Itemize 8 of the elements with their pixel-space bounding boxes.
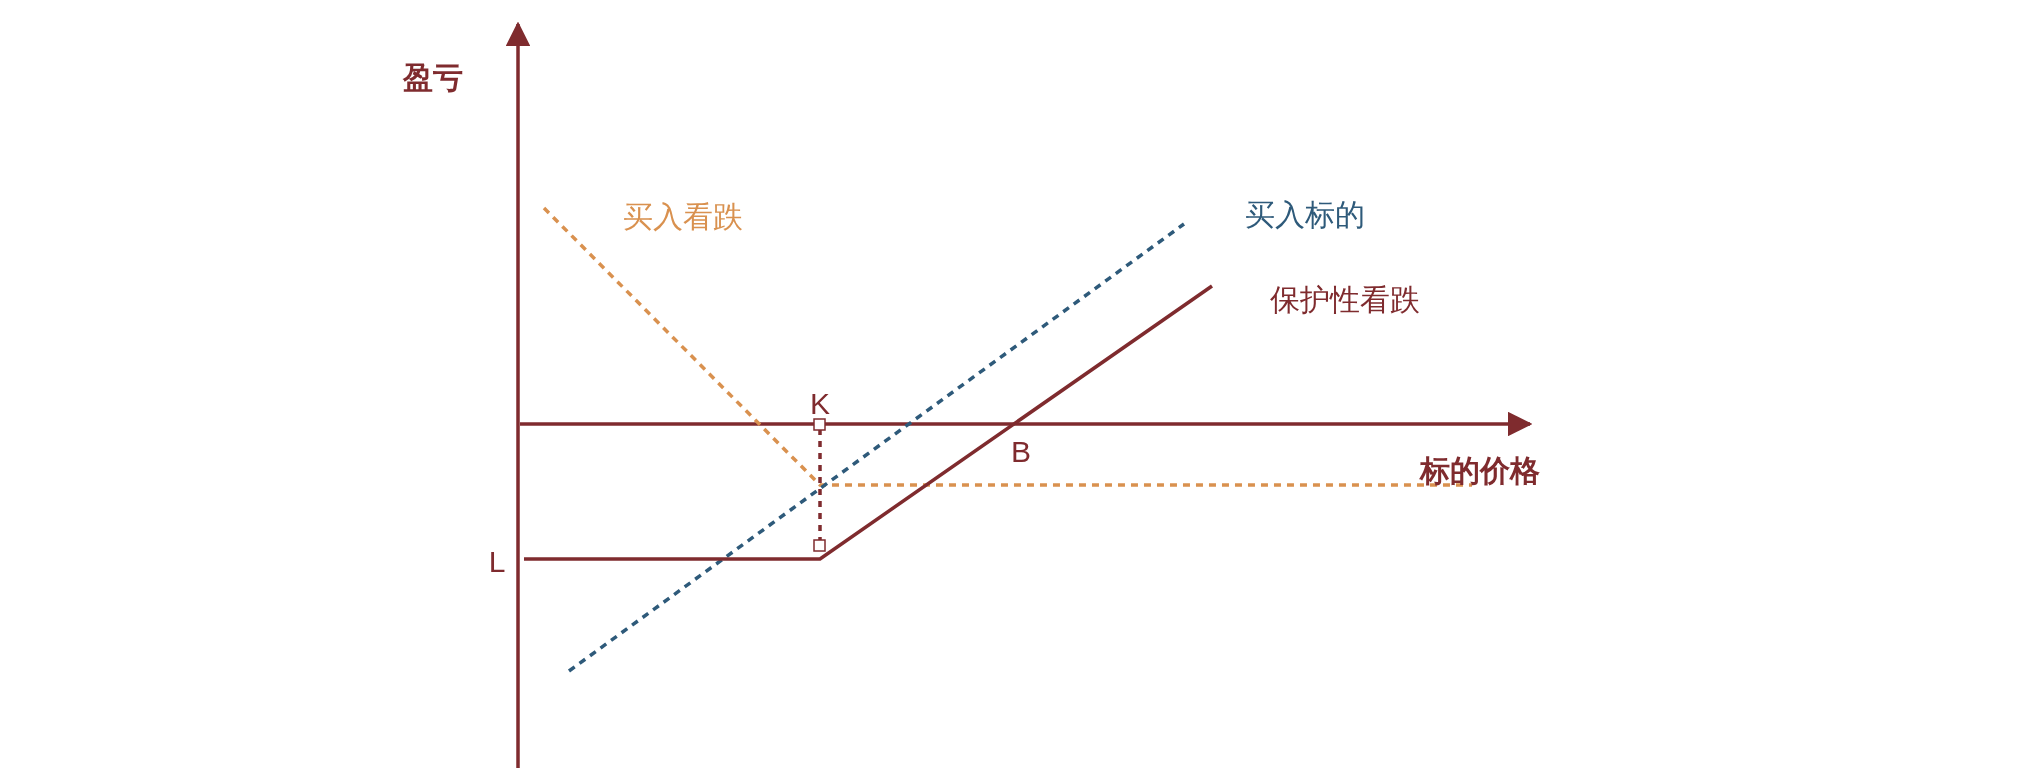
- line-label: 买入看跌: [623, 197, 743, 236]
- line-label: 保护性看跌: [1270, 280, 1420, 319]
- x-axis-label: 标的价格: [1420, 451, 1540, 490]
- point-label: K: [810, 387, 830, 421]
- point-label: L: [488, 545, 506, 579]
- line-label: 买入标的: [1245, 195, 1365, 234]
- point-label: B: [1011, 435, 1031, 469]
- y-axis-label: 盈亏: [403, 58, 463, 97]
